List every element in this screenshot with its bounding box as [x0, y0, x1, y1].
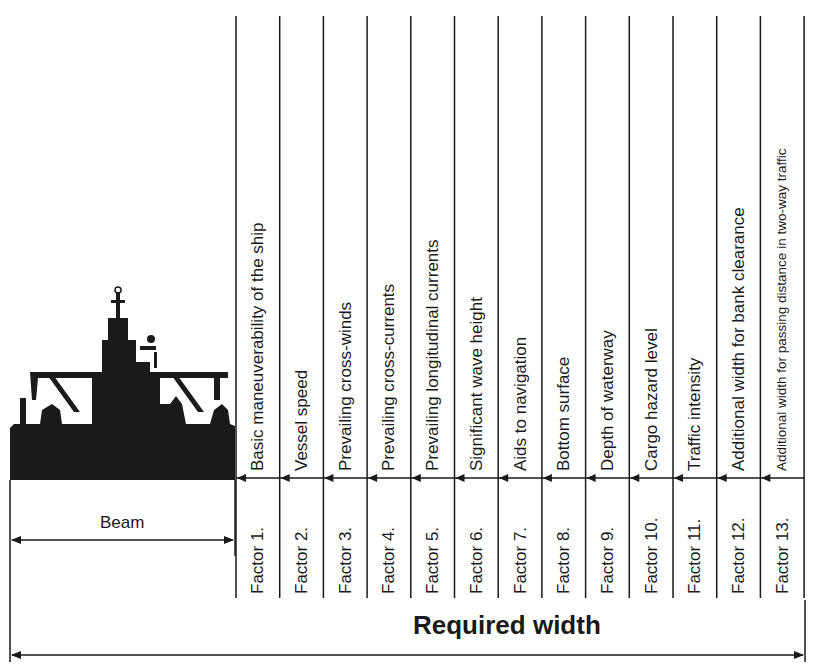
factor-description: Traffic intensity [686, 358, 703, 471]
factor-number: Factor 3. [337, 527, 354, 594]
ship-silhouette [10, 287, 235, 480]
factor-number: Factor 11. [686, 519, 703, 594]
factor-description: Vessel speed [293, 370, 310, 471]
beam-dimension [10, 480, 235, 662]
dimension-label: Beam [100, 514, 144, 531]
factor-number: Factor 13. [774, 517, 791, 594]
factor-description: Additional width for passing distance in… [775, 149, 789, 471]
factor-description: Basic maneuverability of the ship [249, 222, 266, 471]
factor-description: Bottom surface [555, 357, 572, 471]
dimension-label: Required width [413, 612, 601, 638]
factor-description: Aids to navigation [512, 337, 529, 471]
factor-number: Factor 4. [380, 527, 397, 594]
factor-number: Factor 6. [468, 527, 485, 594]
factor-number: Factor 7. [512, 527, 529, 594]
factor-number: Factor 1. [249, 527, 266, 594]
factor-number: Factor 10. [643, 517, 660, 594]
factor-description: Prevailing cross-winds [337, 302, 354, 471]
factor-description: Additional width for bank clearance [730, 207, 747, 471]
factor-description: Significant wave height [468, 297, 485, 471]
factor-number: Factor 2. [293, 527, 310, 594]
factor-description: Prevailing cross-currents [380, 284, 397, 471]
factor-number: Factor 9. [599, 527, 616, 594]
factor-number: Factor 12. [730, 517, 747, 594]
factor-number: Factor 5. [424, 527, 441, 594]
factor-number: Factor 8. [555, 527, 572, 594]
factor-description: Prevailing longitudinal currents [424, 239, 441, 471]
factor-columns [236, 16, 804, 598]
factor-description: Depth of waterway [599, 330, 616, 471]
factor-description: Cargo hazard level [643, 328, 660, 471]
width-dimension [12, 600, 805, 662]
